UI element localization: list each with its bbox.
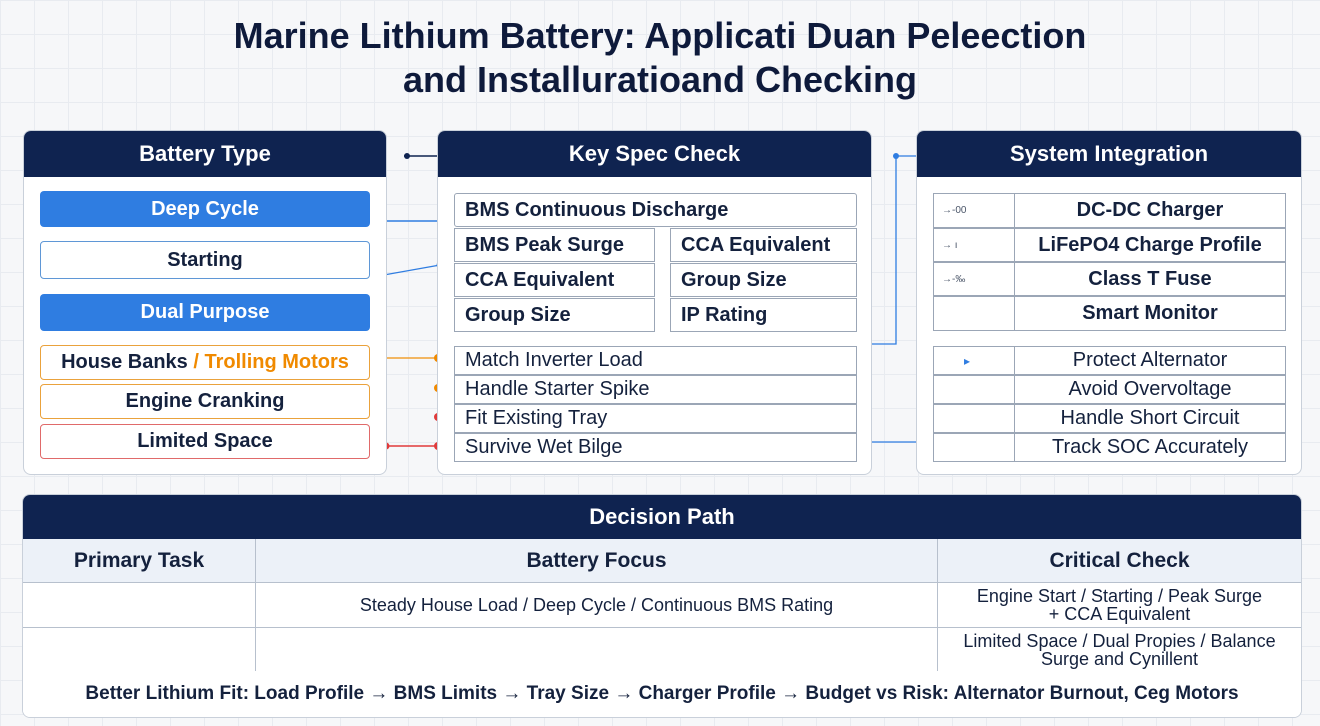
system-integration-panel: System Integration →-00 DC-DC Charger → … bbox=[916, 130, 1302, 475]
row1-battery-focus: Steady House Load / Deep Cycle / Continu… bbox=[256, 583, 938, 628]
blank-cell-4 bbox=[933, 433, 1015, 462]
title-line-2: and Installuratioand Checking bbox=[402, 59, 918, 100]
connector-top-dot bbox=[404, 153, 410, 159]
deep-cycle-option[interactable]: Deep Cycle bbox=[40, 191, 370, 227]
col-battery-focus: Battery Focus bbox=[256, 539, 938, 583]
decision-path-panel: Decision Path Primary Task Battery Focus… bbox=[22, 494, 1302, 718]
system-avoid-overvoltage: Avoid Overvoltage bbox=[1014, 375, 1286, 404]
decision-footer: Better Lithium Fit: Load Profile → BMS L… bbox=[23, 671, 1301, 717]
page-title: Marine Lithium Battery: Applicati Duan P… bbox=[0, 14, 1320, 102]
system-track-soc: Track SOC Accurately bbox=[1014, 433, 1286, 462]
connector-starting bbox=[377, 264, 441, 277]
connector-system-dot bbox=[893, 153, 899, 159]
arrow-icon-3: →-‰ bbox=[933, 262, 1015, 296]
table-row: Steady House Load / Deep Cycle / Continu… bbox=[23, 583, 1301, 628]
trolling-motors-label: Trolling Motors bbox=[204, 351, 349, 373]
row2-primary-task bbox=[23, 628, 256, 673]
spec-match-inverter: Match Inverter Load bbox=[454, 346, 857, 375]
row1-primary-task bbox=[23, 583, 256, 628]
limited-space-option[interactable]: Limited Space bbox=[40, 424, 370, 459]
spec-handle-starter: Handle Starter Spike bbox=[454, 375, 857, 404]
key-spec-header: Key Spec Check bbox=[438, 131, 871, 177]
blank-icon-cell bbox=[933, 296, 1015, 331]
starting-option[interactable]: Starting bbox=[40, 241, 370, 279]
battery-type-header: Battery Type bbox=[24, 131, 386, 177]
blank-cell-2 bbox=[933, 375, 1015, 404]
house-banks-slash: / bbox=[187, 351, 205, 373]
system-handle-short: Handle Short Circuit bbox=[1014, 404, 1286, 433]
house-banks-option[interactable]: House Banks / Trolling Motors bbox=[40, 345, 370, 380]
row1-critical-check: Engine Start / Starting / Peak Surge + C… bbox=[938, 583, 1301, 628]
blank-cell-3 bbox=[933, 404, 1015, 433]
spec-cca-equivalent-left: CCA Equivalent bbox=[454, 263, 655, 297]
row2-critical-check: Limited Space / Dual Propies / Balance S… bbox=[938, 628, 1301, 673]
arrow-icon-1: →-00 bbox=[933, 193, 1015, 228]
system-integration-header: System Integration bbox=[917, 131, 1301, 177]
spec-bms-peak: BMS Peak Surge bbox=[454, 228, 655, 262]
system-dc-dc-charger: DC-DC Charger bbox=[1014, 193, 1286, 228]
spec-ip-rating: IP Rating bbox=[670, 298, 857, 332]
title-line-1: Marine Lithium Battery: Applicati Duan P… bbox=[233, 15, 1087, 56]
house-banks-label: House Banks bbox=[61, 351, 188, 373]
arrow-icon-2: → ı bbox=[933, 228, 1015, 262]
spec-fit-tray: Fit Existing Tray bbox=[454, 404, 857, 433]
spec-bms-continuous: BMS Continuous Discharge bbox=[454, 193, 857, 227]
col-critical-check: Critical Check bbox=[938, 539, 1301, 583]
system-class-t-fuse: Class T Fuse bbox=[1014, 262, 1286, 296]
spec-survive-bilge: Survive Wet Bilge bbox=[454, 433, 857, 462]
connector-spec-system-upper bbox=[872, 155, 916, 345]
arrow-right-icon: ▸ bbox=[964, 353, 971, 368]
table-row: Limited Space / Dual Propies / Balance S… bbox=[23, 628, 1301, 673]
decision-table-header: Primary Task Battery Focus Critical Chec… bbox=[23, 539, 1301, 583]
system-protect-alternator: Protect Alternator bbox=[1014, 346, 1286, 375]
col-primary-task: Primary Task bbox=[23, 539, 256, 583]
row1-check-line1: Engine Start / Starting / Peak Surge bbox=[976, 586, 1263, 606]
spec-cca-equivalent-right: CCA Equivalent bbox=[670, 228, 857, 262]
dual-purpose-option[interactable]: Dual Purpose bbox=[40, 294, 370, 331]
decision-path-header: Decision Path bbox=[23, 495, 1301, 539]
row2-check-line1: Limited Space / Dual Propies / Balance bbox=[963, 631, 1276, 651]
row2-battery-focus bbox=[256, 628, 938, 673]
system-lifepo4-profile: LiFePO4 Charge Profile bbox=[1014, 228, 1286, 262]
row1-check-line2: + CCA Equivalent bbox=[1048, 604, 1191, 624]
row2-check-line2: Surge and Cynillent bbox=[1040, 649, 1199, 669]
arrow-right-icon-cell: ▸ bbox=[933, 346, 1015, 375]
engine-cranking-option[interactable]: Engine Cranking bbox=[40, 384, 370, 419]
spec-group-size-left: Group Size bbox=[454, 298, 655, 332]
spec-group-size-right: Group Size bbox=[670, 263, 857, 297]
key-spec-panel: Key Spec Check BMS Continuous Discharge … bbox=[437, 130, 872, 475]
system-smart-monitor: Smart Monitor bbox=[1014, 296, 1286, 331]
battery-type-panel: Battery Type Deep Cycle Starting Dual Pu… bbox=[23, 130, 387, 475]
